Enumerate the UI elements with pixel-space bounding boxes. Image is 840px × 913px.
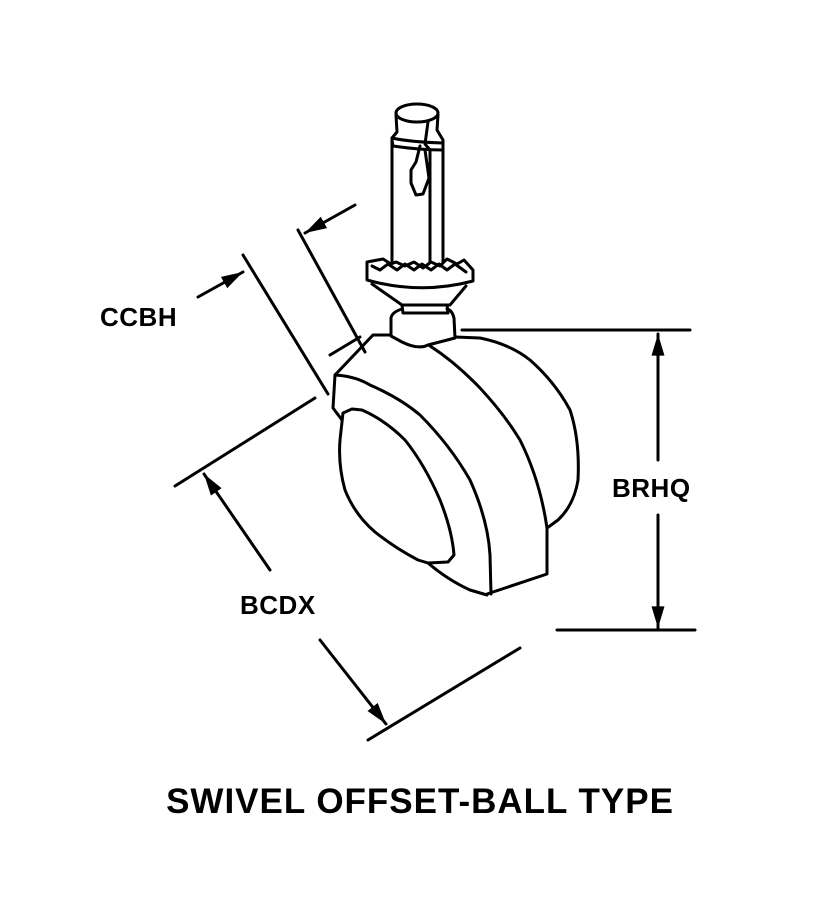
bcdx-dimension bbox=[173, 396, 522, 742]
wheel-housing bbox=[331, 333, 580, 597]
ccbh-dimension bbox=[196, 203, 367, 396]
brhq-dimension bbox=[460, 328, 697, 632]
brhq-label: BRHQ bbox=[612, 473, 691, 503]
bcdx-label: BCDX bbox=[240, 590, 316, 620]
serrated-collar bbox=[365, 257, 475, 315]
diagram-title: SWIVEL OFFSET-BALL TYPE bbox=[166, 782, 674, 821]
ccbh-label: CCBH bbox=[100, 302, 178, 332]
neck bbox=[389, 307, 457, 349]
stem bbox=[390, 102, 445, 264]
